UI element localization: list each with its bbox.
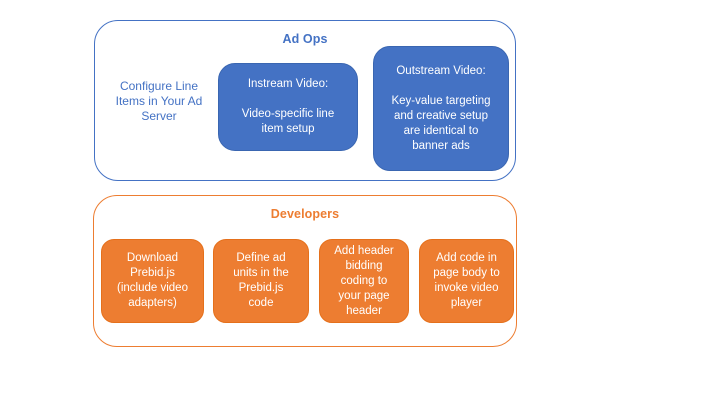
step-line: units in the	[233, 267, 289, 279]
step-add-header-bidding-box: Add header bidding coding to your page h…	[319, 239, 409, 323]
outstream-video-box-line: banner ads	[412, 139, 470, 152]
step-line: your page	[338, 289, 390, 302]
step-line: Add code in	[436, 252, 497, 264]
outstream-video-box-line: are identical to	[403, 124, 479, 137]
step-line: Prebid.js	[238, 282, 284, 294]
step-line: header	[346, 304, 382, 317]
side-note-line: Server	[141, 109, 177, 123]
ad-ops-title: Ad Ops	[282, 32, 328, 46]
step-line: Add header	[334, 244, 394, 257]
step-add-page-body-code-box: Add code in page body to invoke video pl…	[419, 239, 514, 323]
developers-group: Developers Download Prebid.js (include v…	[93, 195, 517, 347]
step-line: Define ad	[236, 252, 286, 264]
step-line: Download	[126, 252, 179, 264]
step-line: invoke video	[434, 282, 499, 294]
step-line: page body to	[433, 267, 500, 279]
step-line: coding to	[340, 274, 388, 287]
side-note-line: Configure Line	[119, 79, 199, 93]
instream-video-box: Instream Video: Video-specific line item…	[218, 63, 358, 151]
step-define-ad-units-box: Define ad units in the Prebid.js code	[213, 239, 309, 323]
step-download-prebid-box: Download Prebid.js (include video adapte…	[101, 239, 204, 323]
step-line: (include video	[117, 282, 188, 294]
instream-video-box-line: Video-specific line	[241, 108, 335, 120]
outstream-video-box-line: Key-value targeting	[391, 94, 491, 107]
ad-ops-group: Ad Ops Configure Line Items in Your Ad S…	[94, 20, 516, 181]
step-line: adapters)	[128, 297, 177, 309]
side-note-line: Items in Your Ad	[115, 94, 203, 108]
step-line: code	[248, 297, 274, 309]
instream-video-box-line: item setup	[261, 123, 315, 135]
outstream-video-box-title: Outstream Video:	[396, 64, 486, 77]
instream-video-box-title: Instream Video:	[247, 78, 329, 90]
ad-ops-side-note: Configure Line Items in Your Ad Server	[103, 79, 215, 124]
outstream-video-box: Outstream Video: Key-value targeting and…	[373, 46, 509, 171]
step-line: Prebid.js	[130, 267, 175, 279]
step-line: player	[450, 297, 483, 309]
outstream-video-box-line: and creative setup	[394, 109, 488, 122]
developers-title: Developers	[270, 207, 340, 221]
step-line: bidding	[345, 259, 383, 272]
